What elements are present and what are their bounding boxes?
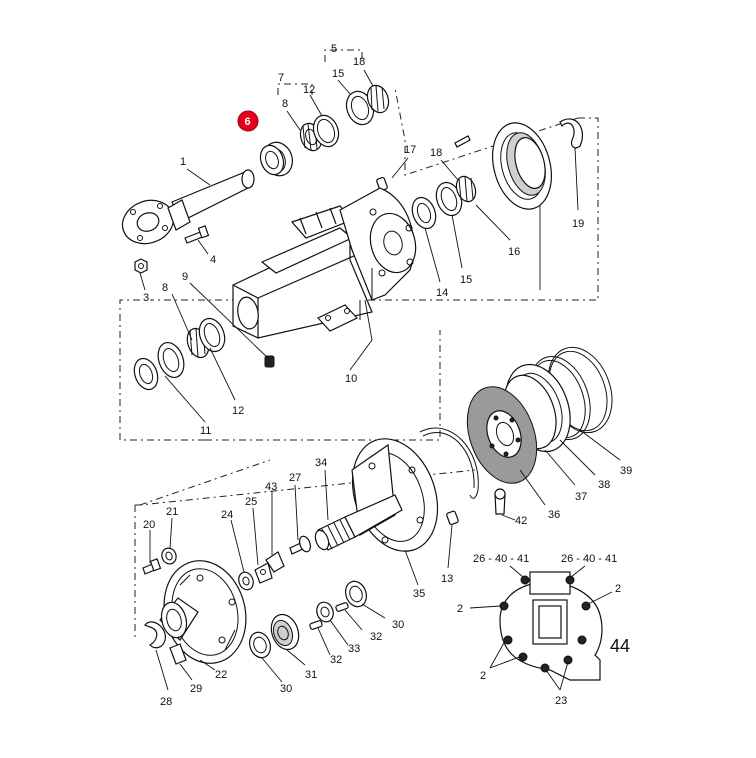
bolt-pattern-detail [499, 571, 603, 681]
callout-12-lower: 12 [232, 405, 244, 417]
callout-43: 43 [265, 481, 277, 493]
part-planet-carrier-22 [159, 560, 247, 664]
callout-6: 6 [245, 116, 251, 128]
part-seal-11 [133, 341, 185, 391]
callout-30-upper: 30 [392, 619, 404, 631]
callout-7: 7 [278, 72, 284, 84]
callout-32-lower: 32 [330, 654, 342, 666]
part-washer-30-upper [345, 580, 367, 608]
callout-1: 1 [180, 156, 186, 168]
callout-29: 29 [190, 683, 202, 695]
group-frames [119, 49, 599, 640]
part-snap-ring-19 [559, 118, 583, 149]
part-washer-33 [316, 601, 334, 623]
callout-22: 22 [215, 669, 227, 681]
callout-12-upper: 12 [303, 84, 315, 96]
part-friction-disc-36 [466, 386, 538, 484]
part-axle-housing [232, 187, 417, 339]
callout-32-upper: 32 [370, 631, 382, 643]
callout-13: 13 [441, 573, 453, 585]
callout-2-right: 2 [615, 583, 621, 595]
callout-3: 3 [143, 292, 149, 304]
callout-38: 38 [598, 479, 610, 491]
part-nut-3 [134, 258, 148, 274]
callout-19: 19 [572, 218, 584, 230]
callout-36: 36 [548, 509, 560, 521]
part-washer-24 [238, 571, 254, 591]
part-pin-29 [169, 643, 187, 665]
part-bearing-cup-12-lower [198, 317, 226, 353]
part-washer-30-lower [249, 631, 271, 659]
callout-23: 23 [555, 695, 567, 707]
part-axle-shaft [121, 169, 255, 245]
part-screw-20 [142, 558, 162, 575]
part-bearing-cup-15-lower [435, 181, 463, 217]
part-seal-14 [411, 196, 437, 230]
callout-2-left: 2 [457, 603, 463, 615]
highlight-marker-6[interactable]: 6 [237, 110, 259, 132]
part-fitting-9 [264, 355, 275, 368]
part-lever-43 [265, 551, 285, 573]
callout-20: 20 [143, 519, 155, 531]
callout-10: 10 [345, 373, 357, 385]
callout-26-40-41-right: 26 - 40 - 41 [561, 553, 617, 565]
callout-25: 25 [245, 496, 257, 508]
callout-39: 39 [620, 465, 632, 477]
callout-4: 4 [210, 254, 216, 266]
callout-44: 44 [610, 636, 630, 656]
callout-33: 33 [348, 643, 360, 655]
part-planet-gear-31 [270, 613, 300, 651]
highlight-circle [237, 110, 259, 132]
callout-labels: 1 4 3 6 8 12 7 15 18 5 17 18 14 15 16 19… [143, 43, 632, 708]
callout-34: 34 [315, 457, 327, 469]
part-seal-6 [259, 141, 293, 177]
callout-5: 5 [331, 43, 337, 55]
callout-8-lower: 8 [162, 282, 168, 294]
part-snap-ring-28 [144, 621, 166, 649]
callout-30-lower: 30 [280, 683, 292, 695]
callout-16: 16 [508, 246, 520, 258]
part-needle-32-upper [335, 602, 349, 612]
callout-15-upper: 15 [332, 68, 344, 80]
part-lever-25 [254, 562, 273, 584]
callout-18-lower: 18 [430, 147, 442, 159]
part-c-ring [419, 427, 479, 499]
part-bearing-cup-12-upper [312, 114, 340, 148]
callout-11: 11 [200, 425, 211, 437]
part-dowel-16 [454, 135, 471, 148]
callout-8-upper: 8 [282, 98, 288, 110]
part-washer-21 [161, 547, 177, 565]
callout-27: 27 [289, 472, 301, 484]
callout-18-upper: 18 [353, 56, 365, 68]
part-bearing-cone-18-upper [366, 84, 390, 114]
callout-28: 28 [160, 696, 172, 708]
callout-26-40-41-left: 26 - 40 - 41 [473, 553, 529, 565]
callout-15-lower: 15 [460, 274, 472, 286]
callout-31: 31 [305, 669, 317, 681]
part-ring-gear [492, 122, 552, 210]
callout-42: 42 [515, 515, 527, 527]
part-bolt-42 [494, 488, 506, 515]
leader-lines [139, 69, 621, 691]
callout-17: 17 [404, 144, 416, 156]
callout-14: 14 [436, 287, 448, 299]
part-bearing-cone-18-lower [455, 175, 477, 203]
callout-24: 24 [221, 509, 233, 521]
callout-37: 37 [575, 491, 587, 503]
part-pin-13 [446, 510, 459, 526]
callout-2-bottom: 2 [480, 670, 486, 682]
part-needle-32-lower [309, 620, 323, 630]
callout-21: 21 [166, 506, 178, 518]
callout-9: 9 [182, 271, 188, 283]
part-bolt-4 [184, 225, 210, 244]
part-splined-shaft-34 [314, 494, 403, 551]
callout-35: 35 [413, 588, 425, 600]
part-screw-27 [289, 535, 312, 555]
